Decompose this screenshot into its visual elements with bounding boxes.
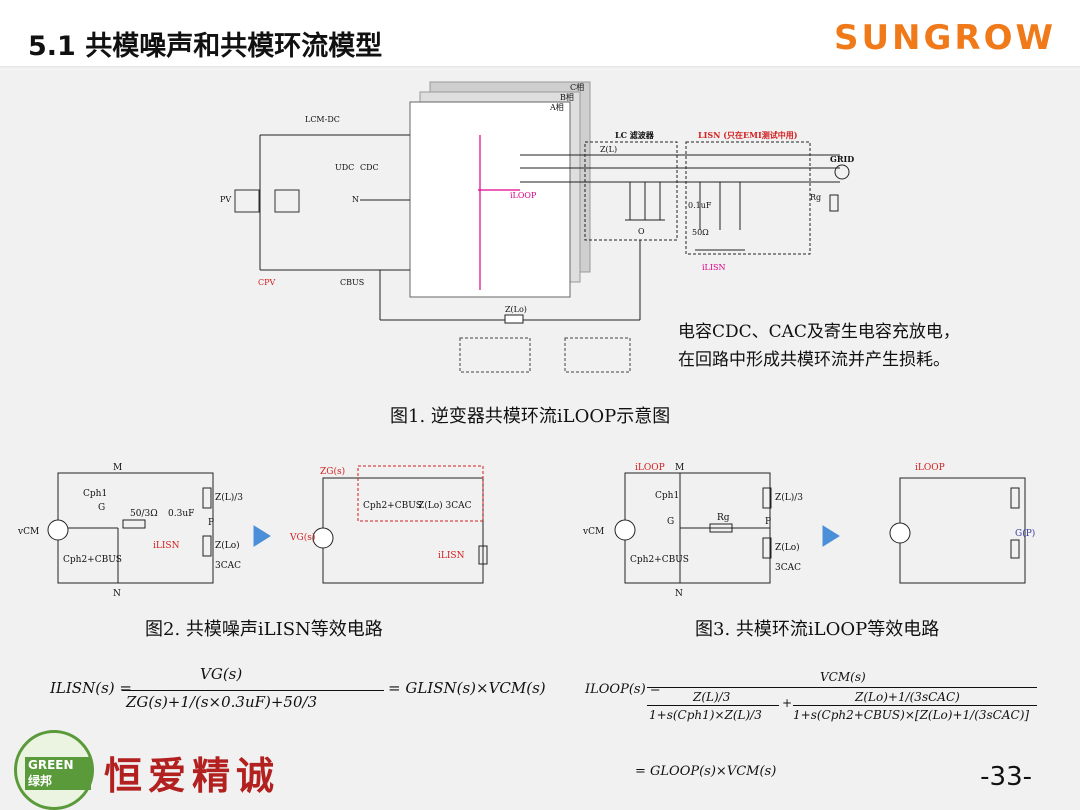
fig3-circuit: M N G P vCM iLOOP Cph1 Cph2+CBUS Z(L)/3 …	[582, 463, 1035, 599]
description-line-2: 在回路中形成共模环流并产生损耗。	[678, 350, 950, 370]
eq1-lhs: ILISN(s) =	[50, 679, 132, 697]
header-divider	[0, 66, 1080, 70]
fig3-iloop: iLOOP	[635, 463, 665, 473]
fig2-caption: 图2. 共模噪声iLISN等效电路	[145, 619, 383, 640]
fig2-circuit: M N G P vCM Cph1 Cph2+CBUS Z(L)/3 Z(Lo) …	[18, 463, 488, 599]
fig3-vcm: vCM	[582, 527, 604, 537]
eq2-d1n: Z(L)/3	[693, 690, 731, 704]
label-r50: 50Ω	[692, 228, 709, 237]
label-phase-a: A相	[549, 102, 564, 112]
fig3-p: P	[765, 517, 771, 527]
fig2-c03: 0.3uF	[168, 509, 194, 519]
fig3-gp: G(P)	[1015, 528, 1035, 539]
fig3-n: N	[675, 589, 683, 599]
eq2-sub-bar-1	[647, 705, 779, 706]
fig3-g: G	[667, 517, 674, 527]
page-number: -33-	[980, 762, 1032, 792]
green-logo: GREEN 绿邦	[14, 730, 94, 810]
label-pv: PV	[220, 195, 231, 204]
eq2-d1d: 1+s(Cph1)×Z(L)/3	[649, 708, 762, 722]
page-title: 5.1 共模噪声和共模环流模型	[28, 31, 383, 62]
fig1-caption: 图1. 逆变器共模环流iLOOP示意图	[390, 406, 671, 427]
fig2-p: P	[208, 518, 214, 528]
fig2-c3ac: 3CAC	[215, 561, 241, 571]
fig2-zlo: Z(Lo)	[215, 540, 240, 551]
fig3-m: M	[675, 463, 684, 473]
fig2-cph2bus: Cph2+CBUS	[363, 501, 422, 511]
label-grid: GRID	[830, 154, 854, 164]
label-lc-filter: LC 滤波器	[615, 130, 655, 140]
label-cdc: CDC	[360, 163, 379, 172]
fig1-schematic: C相 B相 A相 LCM-DC UDC CDC PV N CPV CBUS LC…	[220, 81, 854, 373]
eq2-num: VCM(s)	[820, 670, 866, 684]
fig2-g: G	[98, 503, 105, 513]
brand-logo: SUNGROW	[833, 18, 1056, 58]
fig3-cph2: Cph2+CBUS	[630, 555, 689, 565]
fig3-caption: 图3. 共模环流iLOOP等效电路	[695, 619, 940, 640]
fig2-zl3: Z(L)/3	[215, 492, 243, 503]
eq2-plus: +	[782, 696, 793, 710]
label-n: N	[352, 195, 359, 204]
fig2-vg: VG(s)	[289, 532, 315, 543]
eq2-fraction-bar	[647, 687, 1037, 688]
description: 电容CDC、CAC及寄生电容充放电， 在回路中形成共模环流并产生损耗。	[678, 318, 960, 374]
label-udc: UDC	[335, 163, 354, 172]
label-ilisn: iLISN	[702, 263, 726, 272]
fig3-c3ac: 3CAC	[775, 563, 801, 573]
label-iloop: iLOOP	[510, 191, 537, 200]
fig3-cph1: Cph1	[655, 491, 679, 501]
eq2-d2d: 1+s(Cph2+CBUS)×[Z(Lo)+1/(3sCAC)]	[793, 708, 1030, 722]
description-line-1: 电容CDC、CAC及寄生电容充放电，	[678, 322, 960, 342]
eq2-d2n: Z(Lo)+1/(3sCAC)	[855, 690, 960, 704]
header: 5.1 共模噪声和共模环流模型 SUNGROW	[0, 0, 1080, 66]
label-phase-b: B相	[560, 92, 574, 102]
label-c01: 0.1uF	[688, 201, 712, 210]
fig2-vcm: vCM	[18, 527, 39, 537]
fig2-cph1: Cph1	[83, 489, 107, 499]
fig2-m: M	[113, 463, 122, 473]
fig3-zl3: Z(L)/3	[775, 492, 803, 503]
fig2-zg: ZG(s)	[320, 466, 345, 477]
fig2-ilisn-r: iLISN	[438, 551, 465, 561]
fig2-ilisn: iLISN	[153, 541, 180, 551]
eq2-rhs: = GLOOP(s)×VCM(s)	[635, 764, 777, 779]
label-o: O	[638, 227, 645, 236]
fig3-zlo: Z(Lo)	[775, 542, 800, 553]
eq2-lhs: ILOOP(s) =	[585, 682, 661, 697]
fig2-n: N	[113, 589, 121, 599]
eq1-fraction-bar	[122, 690, 384, 691]
footer-slogan: 恒爱精诚	[104, 753, 281, 798]
label-zlo: Z(Lo)	[505, 305, 527, 314]
fig2-cph2: Cph2+CBUS	[63, 555, 122, 565]
label-zl: Z(L)	[600, 145, 617, 154]
label-lisn: LISN (只在EMI测试中用)	[698, 130, 798, 140]
label-lcmdc: LCM-DC	[305, 115, 340, 124]
fig3-iloop-r: iLOOP	[915, 463, 945, 473]
eq1-num: VG(s)	[200, 665, 243, 683]
label-phase-c: C相	[570, 82, 584, 92]
label-cbus: CBUS	[340, 278, 364, 287]
label-cpv: CPV	[258, 278, 276, 287]
eq1-den: ZG(s)+1/(s×0.3uF)+50/3	[126, 693, 318, 711]
fig3-rg: Rg	[717, 513, 730, 523]
eq1-rhs: = GLISN(s)×VCM(s)	[388, 679, 546, 697]
fig2-r50: 50/3Ω	[130, 509, 158, 519]
label-rg: Rg	[810, 193, 821, 202]
fig2-zlo3ac: Z(Lo) 3CAC	[418, 500, 472, 511]
eq2-sub-bar-2	[793, 705, 1037, 706]
